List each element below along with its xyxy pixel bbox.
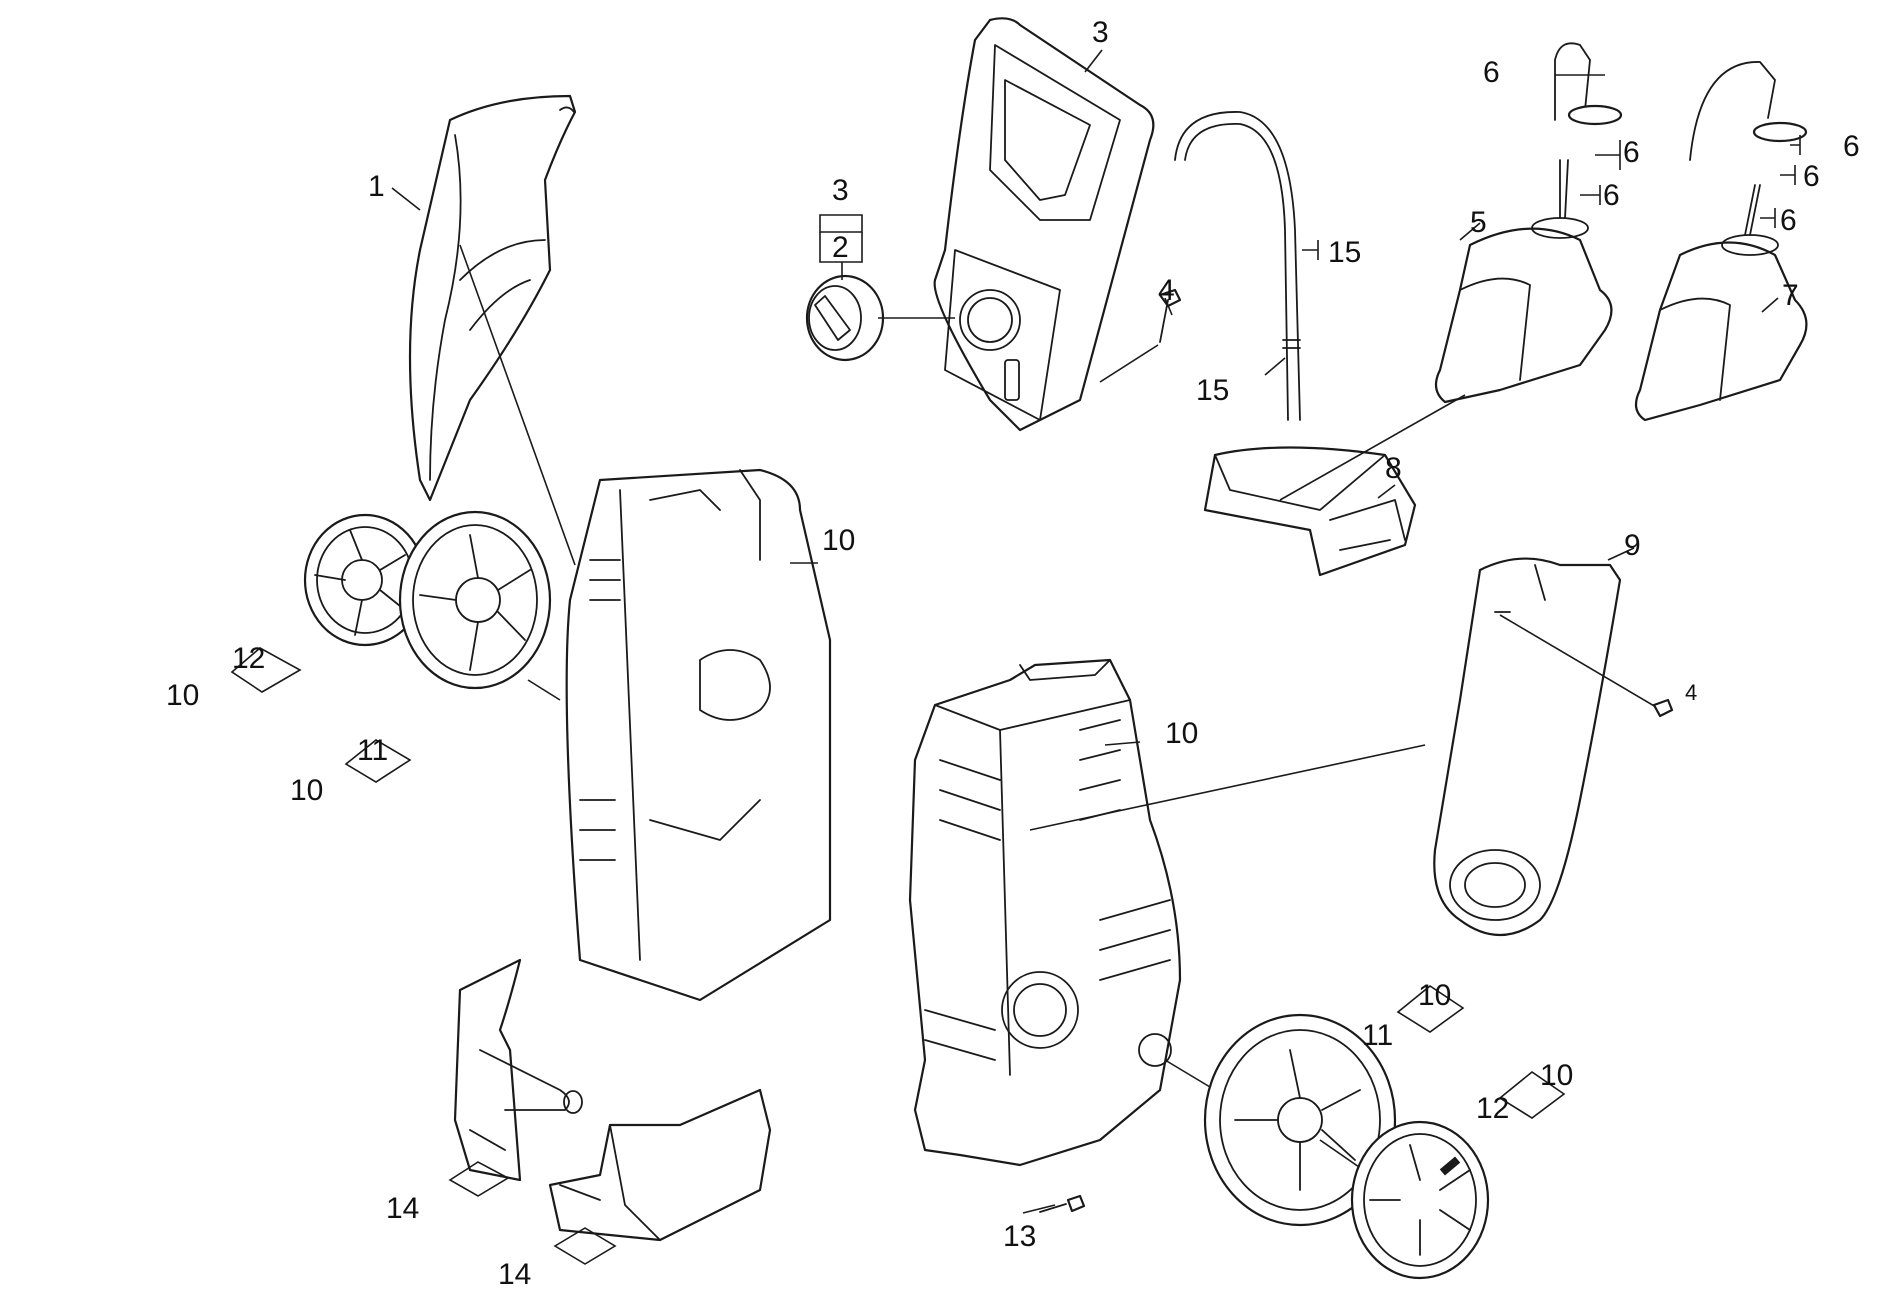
callout-5: 5	[1470, 206, 1487, 239]
callout-6-e: 6	[1803, 160, 1820, 193]
part-3-handle	[933, 17, 1155, 432]
callout-1: 1	[368, 170, 385, 203]
callout-6-c: 6	[1603, 179, 1620, 212]
callout-brackets	[230, 74, 1801, 1265]
part-15-hose	[1174, 111, 1301, 421]
callout-10-f: 10	[1540, 1059, 1573, 1092]
part-14-lower-cover-b	[548, 1088, 772, 1242]
callout-12-left: 12	[232, 642, 265, 675]
callout-10-c: 10	[290, 774, 323, 807]
callout-3-bracket: 3	[832, 174, 849, 207]
part-14-lower-cover-a	[453, 958, 583, 1182]
callout-4-left: 4	[1158, 274, 1175, 307]
part-11-wheel-left	[398, 510, 561, 701]
callout-numbers: 1 2 3 3 4 4 5 6 6 6 6 6 6 7 8 9 10 10 10…	[166, 16, 1860, 1291]
callout-10-e: 10	[1418, 979, 1451, 1012]
part-11-wheel-right	[1203, 1013, 1397, 1227]
callout-6-d: 6	[1843, 130, 1860, 163]
housing-front-assembled	[908, 658, 1426, 1167]
callout-8: 8	[1385, 452, 1402, 485]
callout-10-a: 10	[822, 524, 855, 557]
part-12-hubcap-right	[1350, 1120, 1490, 1280]
part-5-detergent-tank	[1434, 42, 1623, 404]
callout-12-right: 12	[1476, 1092, 1509, 1125]
part-9-rear-cover	[1433, 557, 1622, 937]
callout-3-top: 3	[1092, 16, 1109, 49]
part-4-screw-top	[1099, 288, 1182, 383]
callout-11-right: 11	[1362, 1019, 1393, 1052]
part-8-tray	[1203, 394, 1466, 577]
callout-6-b: 6	[1623, 136, 1640, 169]
part-12-hubcap-left	[303, 513, 427, 647]
callout-14-a: 14	[386, 1192, 419, 1225]
callout-15-a: 15	[1328, 236, 1361, 269]
part-13-screw	[1039, 1194, 1086, 1213]
part-7-detergent-tank	[1634, 61, 1808, 422]
callout-10-d: 10	[1165, 717, 1198, 750]
callout-9: 9	[1624, 529, 1641, 562]
callout-10-b: 10	[166, 679, 199, 712]
callout-4-right: 4	[1685, 680, 1697, 705]
part-4-screw-right	[1499, 614, 1674, 718]
callout-14-b: 14	[498, 1258, 531, 1291]
housing-rear-half	[565, 468, 832, 1002]
callout-7: 7	[1782, 279, 1799, 312]
part-1-cover-panel	[408, 94, 577, 502]
callout-6-f: 6	[1780, 204, 1797, 237]
callout-15-b: 15	[1196, 374, 1229, 407]
callout-13: 13	[1003, 1220, 1036, 1253]
callout-2: 2	[832, 231, 849, 264]
callout-6-a: 6	[1483, 56, 1500, 89]
leader-lines	[391, 49, 1779, 1214]
part-2-knob	[805, 274, 955, 362]
callout-11-left: 11	[357, 734, 388, 767]
